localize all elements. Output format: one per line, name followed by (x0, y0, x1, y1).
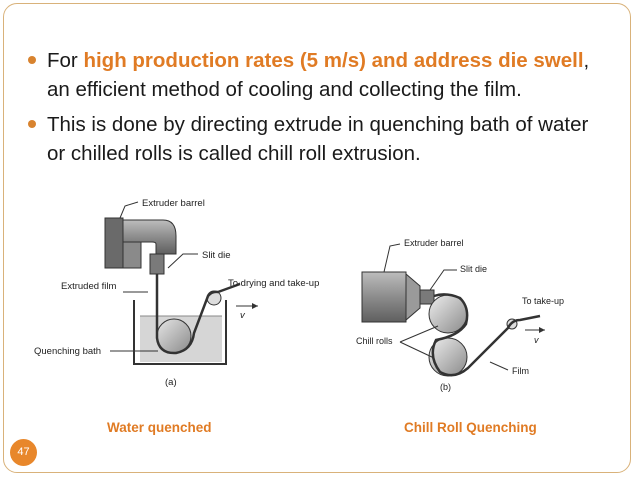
film-path-b (431, 293, 541, 377)
extruder-barrel (104, 217, 177, 269)
slit-die-b (419, 289, 435, 305)
label-extruded-film: Extruded film (61, 281, 117, 292)
slide-frame (3, 3, 631, 473)
label-extruder-barrel: Extruder barrel (142, 198, 205, 209)
label-to-drying: To drying and take-up (228, 278, 319, 289)
chill-roll-diagram: Extruder barrel Slit die To take-up v Ch… (356, 238, 564, 392)
direction-arrow-icon (539, 327, 545, 333)
bullet-text-pre: For (47, 49, 84, 72)
extruder-barrel-b (361, 271, 421, 323)
bullet-dot-icon (28, 56, 36, 64)
label-slit-die: Slit die (202, 250, 231, 261)
slit-die (149, 253, 165, 275)
label-velocity: v (240, 310, 246, 321)
bullet-dot-icon (28, 120, 36, 128)
bullet-text-post: , an efficient method of cooling and col… (47, 49, 590, 101)
caption-chill-roll: Chill Roll Quenching (404, 420, 537, 435)
label-film: Film (512, 366, 529, 376)
label-to-takeup: To take-up (522, 296, 564, 306)
caption-water-quenched: Water quenched (107, 420, 212, 435)
label-tag-a: (a) (165, 377, 177, 388)
bullet-list: For high production rates (5 m/s) and ad… (20, 46, 610, 174)
label-chill-rolls: Chill rolls (356, 336, 393, 346)
bullet-item-2: This is done by directing extrude in que… (20, 110, 610, 168)
bullet-highlight: high production rates (5 m/s) and addres… (83, 49, 584, 72)
direction-arrow-icon (252, 303, 258, 309)
water-quench-diagram: Extruder barrel Slit die Extruded film T… (34, 198, 319, 388)
bullet-text: This is done by directing extrude in que… (47, 113, 589, 165)
label-quenching-bath: Quenching bath (34, 346, 101, 357)
film-path (155, 274, 241, 355)
page-number-badge: 47 (10, 439, 37, 466)
label-tag-b: (b) (440, 382, 451, 392)
label-velocity-b: v (534, 335, 539, 345)
label-extruder-barrel-b: Extruder barrel (404, 238, 464, 248)
label-slit-die-b: Slit die (460, 264, 487, 274)
bullet-item-1: For high production rates (5 m/s) and ad… (20, 46, 610, 104)
leader-lines-b (383, 243, 545, 371)
